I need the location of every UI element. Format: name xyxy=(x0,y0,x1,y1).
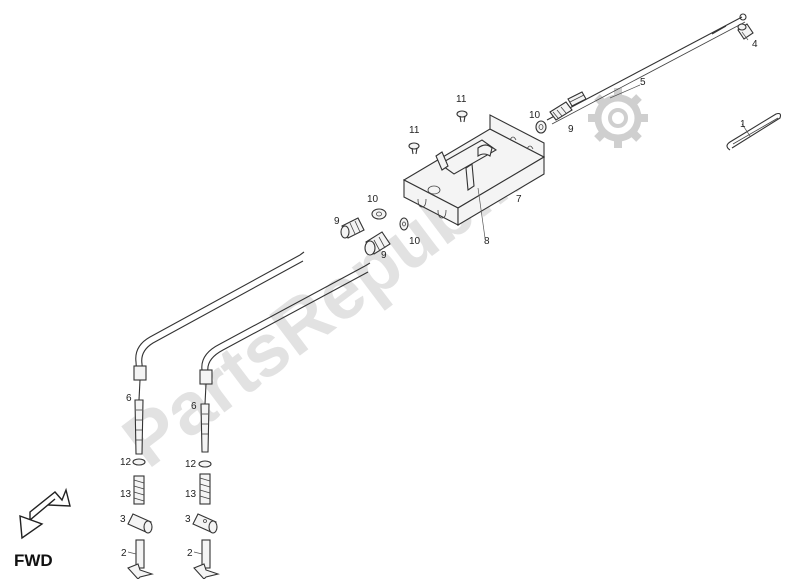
callout-6: 6 xyxy=(126,393,132,404)
arrow-down-left-icon xyxy=(29,487,71,522)
callout-3: 3 xyxy=(185,514,191,525)
barrel-nut-right xyxy=(192,513,218,534)
washer-12-right xyxy=(198,460,212,468)
mounting-bracket xyxy=(402,114,546,226)
gear-icon xyxy=(588,88,648,148)
spring-right xyxy=(199,473,211,505)
callout-9: 9 xyxy=(568,124,574,135)
callout-3: 3 xyxy=(120,514,126,525)
callout-8: 8 xyxy=(484,236,490,247)
callout-11: 11 xyxy=(456,94,467,105)
leader-lines xyxy=(127,31,751,555)
upper-nut-and-sleeve xyxy=(535,101,573,134)
callout-10: 10 xyxy=(409,236,421,247)
callout-1: 1 xyxy=(740,119,746,130)
callout-13: 13 xyxy=(185,489,197,500)
cable-right xyxy=(199,262,371,453)
fwd-label: FWD xyxy=(14,551,53,570)
spring-clip-part xyxy=(726,112,782,151)
adjuster-left-lower xyxy=(364,231,391,256)
cable-left xyxy=(133,251,305,455)
callout-7: 7 xyxy=(516,194,522,205)
barrel-nut-left xyxy=(127,513,153,534)
washer-12-left xyxy=(132,458,146,466)
callout-10: 10 xyxy=(529,110,541,121)
watermark: PartsRepublik xyxy=(108,88,648,483)
screw-lower xyxy=(408,142,420,155)
callout-4: 4 xyxy=(752,39,758,50)
callout-13: 13 xyxy=(120,489,132,500)
callout-12: 12 xyxy=(120,457,132,468)
callout-2: 2 xyxy=(121,548,127,559)
arrow-head xyxy=(19,514,44,540)
spring-left xyxy=(133,475,145,505)
fwd-indicator: FWD xyxy=(14,487,71,570)
callout-11: 11 xyxy=(409,125,420,136)
washer-left-lower xyxy=(399,217,409,231)
washer-left-upper xyxy=(371,208,387,220)
adjuster-left-upper xyxy=(340,217,365,239)
callouts: 1 4 5 10 9 11 11 7 8 10 10 9 9 6 6 12 12… xyxy=(120,39,758,559)
screw-upper xyxy=(456,110,468,123)
callout-10: 10 xyxy=(367,194,379,205)
wing-bolt-left xyxy=(127,539,154,580)
callout-9: 9 xyxy=(381,250,387,261)
main-cable xyxy=(546,13,747,125)
callout-5: 5 xyxy=(640,77,646,88)
cable-clamp-part xyxy=(435,139,498,191)
callout-9: 9 xyxy=(334,216,340,227)
callout-12: 12 xyxy=(185,459,197,470)
callout-6: 6 xyxy=(191,401,197,412)
wing-bolt-right xyxy=(193,539,220,580)
cylinder-end-part xyxy=(737,23,754,40)
callout-2: 2 xyxy=(187,548,193,559)
